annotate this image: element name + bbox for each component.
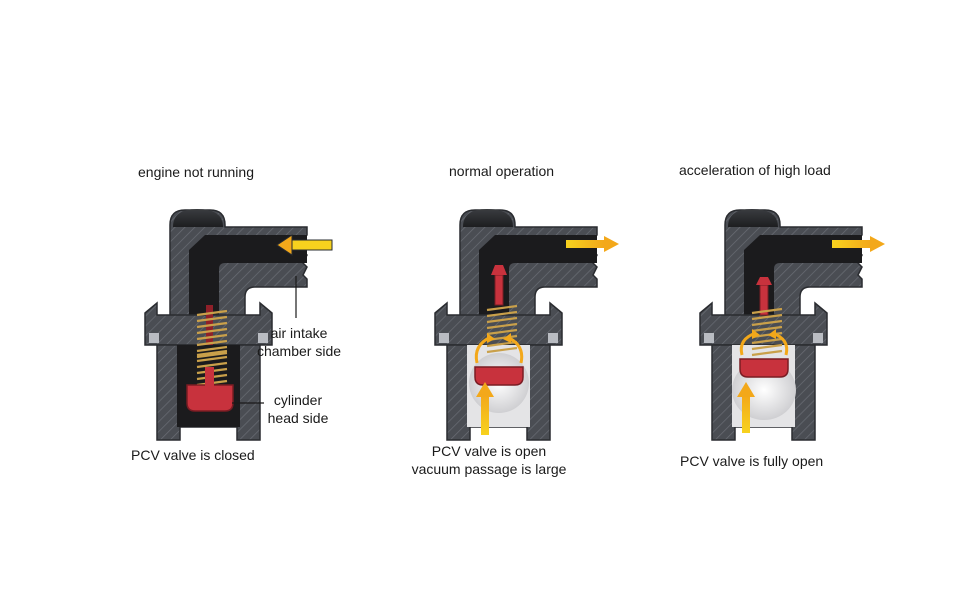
valve-closed: [144, 208, 308, 441]
caption-line1: PCV valve is fully open: [680, 453, 823, 469]
airflow-arrow: [276, 234, 333, 256]
callout-intake-line2: chamber side: [257, 343, 341, 359]
inflow-arrow: [737, 382, 755, 433]
callout-cylinder-line1: cylinder: [274, 392, 323, 408]
outflow-arrow: [832, 236, 885, 252]
panel-acceleration-high-load: acceleration of high load: [679, 162, 885, 469]
caption-line1: PCV valve is closed: [131, 447, 255, 463]
state-title: engine not running: [138, 164, 254, 180]
callout-cylinder-line2: head side: [268, 410, 329, 426]
inflow-arrow: [476, 382, 494, 435]
caption-line2: vacuum passage is large: [412, 461, 567, 477]
outflow-arrow: [566, 236, 619, 252]
panel-engine-not-running: engine not running air intake chamber si…: [131, 164, 341, 463]
state-title: normal operation: [449, 163, 554, 179]
state-title: acceleration of high load: [679, 162, 831, 178]
caption-line1: PCV valve is open: [432, 443, 546, 459]
callout-intake-line1: air intake: [271, 325, 328, 341]
panel-normal-operation: normal operation PCV: [412, 163, 619, 477]
